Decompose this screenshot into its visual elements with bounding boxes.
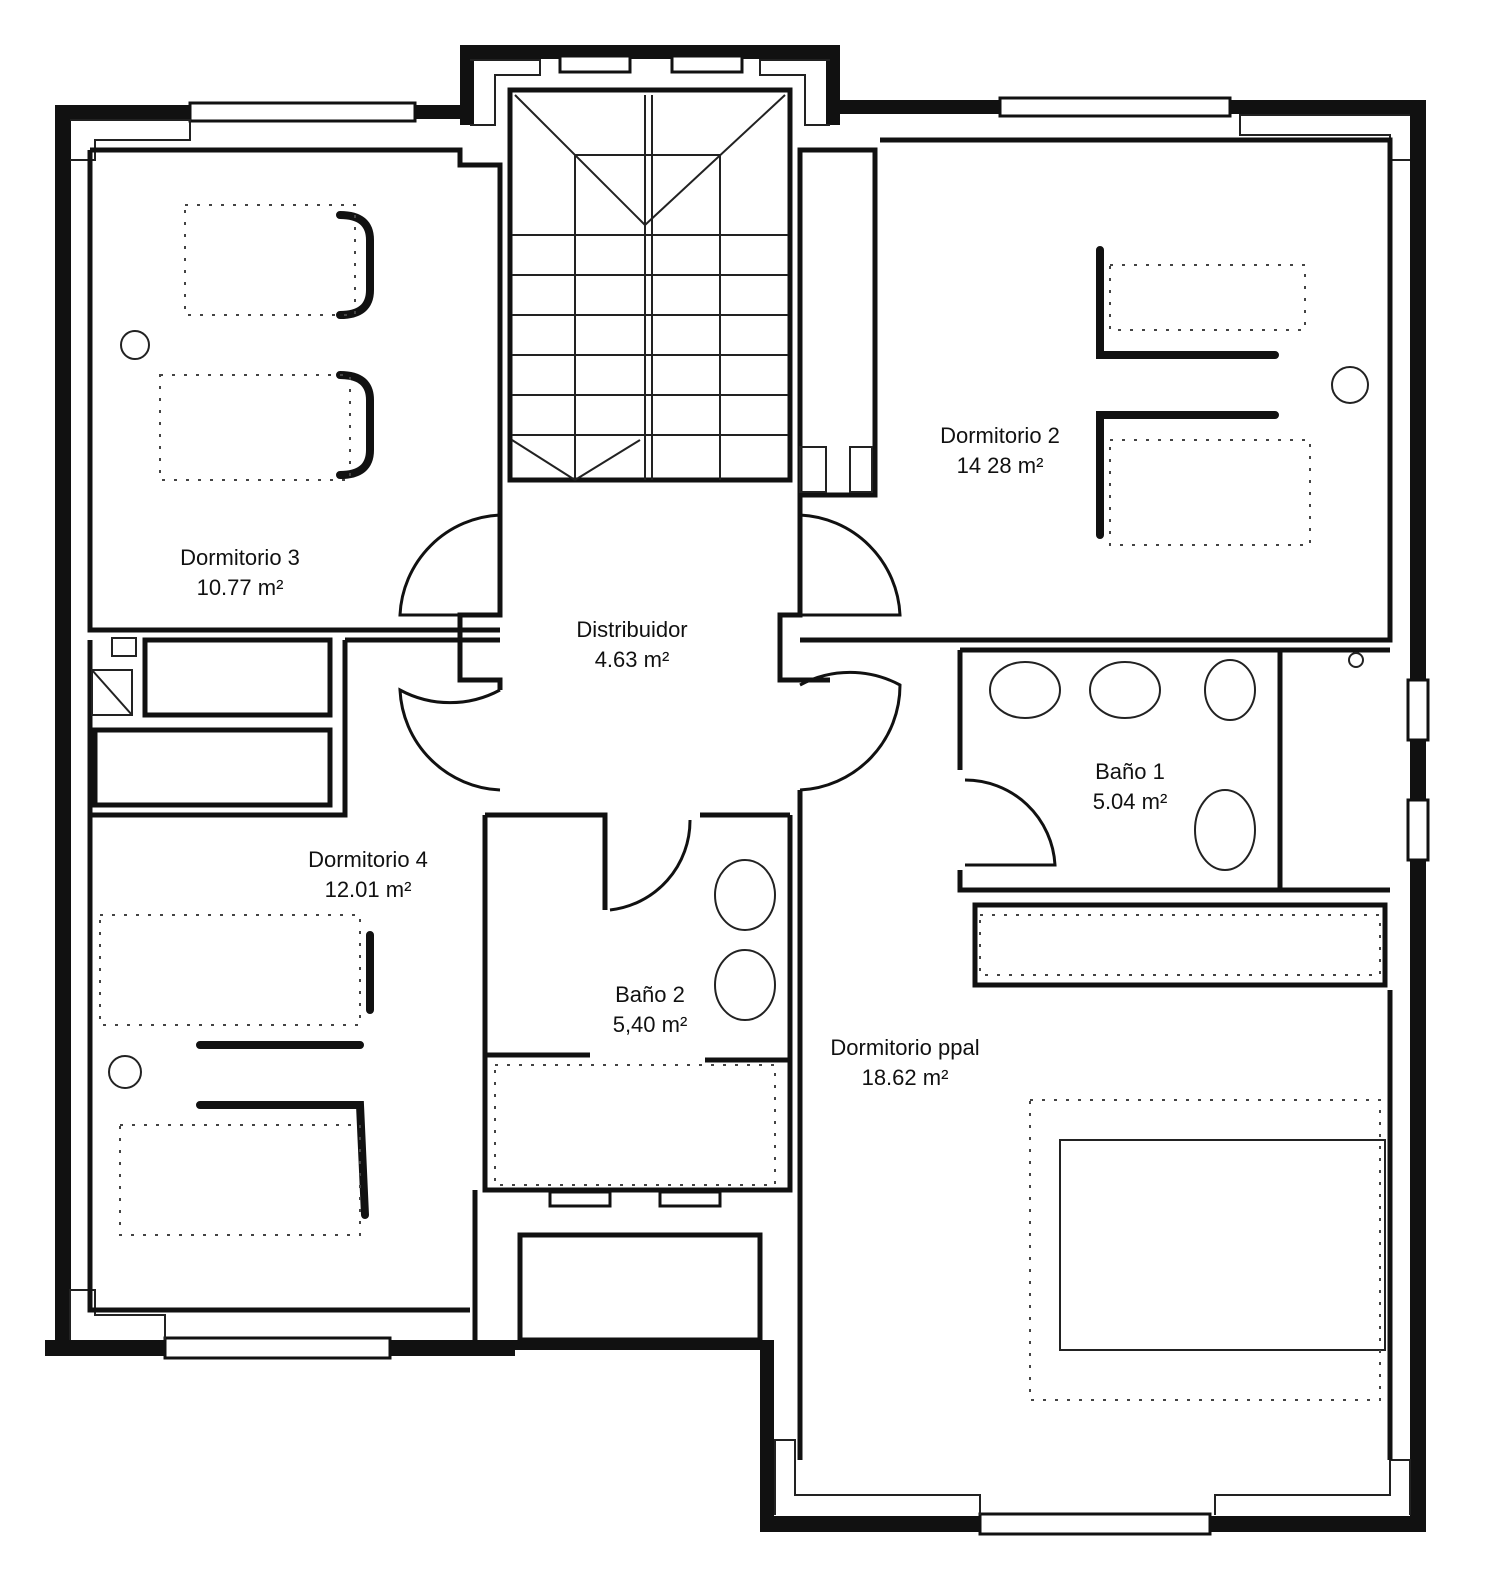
windows: [163, 54, 1430, 1536]
room-area: 14 28 m²: [956, 453, 1044, 478]
room-area: 4.63 m²: [594, 647, 670, 672]
room-area: 10.77 m²: [196, 575, 284, 600]
room-name: Dormitorio 2: [940, 423, 1060, 448]
room-area: 5.04 m²: [1092, 789, 1168, 814]
room-name: Dormitorio 4: [308, 847, 428, 872]
furniture: [99, 204, 1386, 1401]
utility-boxes: [91, 446, 1364, 716]
room-name: Baño 2: [615, 982, 685, 1007]
room-area: 18.62 m²: [861, 1065, 949, 1090]
room-label-dormitorio-ppal: Dormitorio ppal 18.62 m²: [830, 1033, 979, 1093]
room-name: Baño 1: [1095, 759, 1165, 784]
room-label-dormitorio-4: Dormitorio 4 12.01 m²: [308, 845, 428, 905]
room-label-dormitorio-3: Dormitorio 3 10.77 m²: [180, 543, 300, 603]
room-name: Dormitorio 3: [180, 545, 300, 570]
staircase: [511, 94, 788, 481]
corner-posts: [69, 59, 1411, 1515]
room-area: 12.01 m²: [324, 877, 412, 902]
room-area: 5,40 m²: [612, 1012, 688, 1037]
room-name: Distribuidor: [576, 617, 688, 642]
doors: [398, 513, 1057, 912]
room-label-bano-1: Baño 1 5.04 m²: [1093, 757, 1168, 817]
room-name: Dormitorio ppal: [830, 1035, 980, 1060]
room-label-dormitorio-2: Dormitorio 2 14 28 m²: [940, 421, 1060, 481]
room-label-distribuidor: Distribuidor 4.63 m²: [576, 615, 687, 675]
room-label-bano-2: Baño 2 5,40 m²: [613, 980, 688, 1040]
interior-walls: [87, 87, 1393, 1460]
